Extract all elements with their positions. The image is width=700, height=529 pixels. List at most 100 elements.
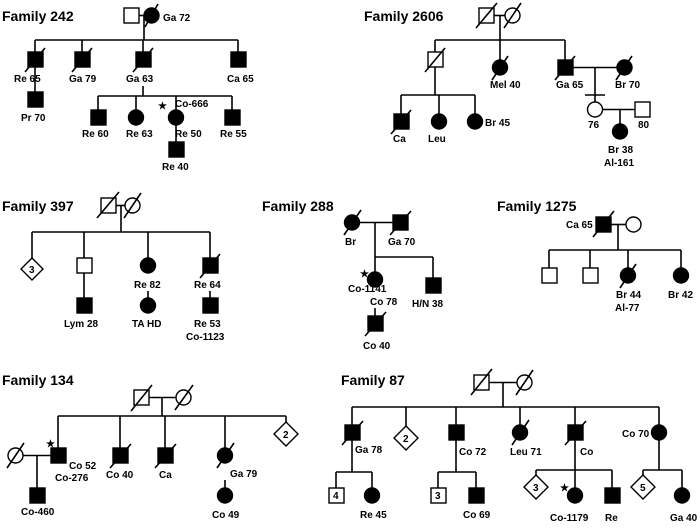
person-label: Br 42 — [668, 290, 693, 301]
person-square — [27, 91, 44, 108]
person-diamond — [273, 421, 299, 447]
person-label: Leu — [428, 134, 446, 145]
person-square — [224, 109, 241, 126]
person-circle — [363, 487, 381, 504]
family-242: Family 242 Ga 72 Re 65 Pr 70 Ga 79 Ga 63… — [2, 3, 254, 173]
person-label: Re 53 — [194, 319, 221, 330]
person-square — [582, 267, 599, 284]
person-label: Ca — [393, 134, 406, 145]
person-label: Re 63 — [126, 129, 153, 140]
person-circle — [611, 123, 629, 140]
person-label: Re 55 — [220, 129, 247, 140]
person-label: Re 82 — [134, 280, 161, 291]
person-label: Co — [580, 447, 593, 458]
person-square — [76, 297, 93, 314]
person-square — [634, 101, 651, 118]
person-label: Ga 79 — [69, 74, 97, 85]
person-square — [202, 297, 219, 314]
person-label: Co-666 — [175, 99, 209, 110]
person-label: Br 44 — [616, 290, 641, 301]
person-label: Re — [605, 513, 618, 524]
person-circle — [672, 267, 690, 284]
family-1275: Family 1275 Ca 65 Br 44 Al-77 Br 42 — [497, 198, 693, 314]
family-288-title: Family 288 — [262, 198, 334, 214]
person-label: Ga 72 — [163, 13, 191, 24]
person-label: Ga 65 — [556, 80, 584, 91]
person-square — [168, 141, 185, 158]
family-87: Family 87 Ga 78 4 Re 45 2 Co 72 3 — [328, 368, 698, 524]
person-square — [541, 267, 558, 284]
person-label: Ga 40 — [670, 513, 698, 524]
person-label: Leu 71 — [510, 447, 542, 458]
person-label: Co-276 — [55, 473, 89, 484]
person-label: Ca — [159, 470, 172, 481]
person-label: H/N 38 — [412, 299, 444, 310]
count-label: 3 — [435, 491, 441, 502]
family-1275-title: Family 1275 — [497, 198, 577, 214]
person-label: Re 40 — [162, 162, 189, 173]
family-87-title: Family 87 — [341, 372, 405, 388]
person-diamond — [523, 474, 549, 500]
person-label: Ga 79 — [230, 469, 258, 480]
person-circle — [673, 487, 691, 504]
person-circle — [466, 113, 484, 130]
person-diamond — [20, 257, 44, 281]
grandfather-square — [123, 7, 140, 24]
family-2606: Family 2606 Mel 40 Ga 65 Br 70 Ca Le — [364, 2, 651, 169]
family-288: Family 288 Br Ga 70 ★ Co-1141 Co 78 Co 4… — [262, 198, 444, 352]
person-circle — [366, 271, 384, 288]
person-label: Al-77 — [615, 303, 640, 314]
person-diamond — [630, 474, 656, 500]
person-diamond — [393, 425, 419, 451]
person-label: Br 38 — [608, 145, 633, 156]
person-square — [29, 487, 46, 504]
proband-star-icon: ★ — [560, 483, 569, 494]
person-label: Ga 78 — [355, 445, 383, 456]
person-circle — [139, 297, 157, 314]
person-circle — [139, 257, 157, 274]
family-397-title: Family 397 — [2, 198, 74, 214]
person-label: Br 70 — [615, 80, 640, 91]
person-label: Re 65 — [14, 74, 41, 85]
count-label: 3 — [533, 483, 539, 494]
count-label: 2 — [403, 434, 409, 445]
person-circle — [566, 487, 584, 504]
person-label: Co-1179 — [550, 513, 589, 524]
person-square — [90, 109, 107, 126]
person-label: Co 72 — [459, 447, 487, 458]
person-square — [230, 51, 247, 68]
family-134-title: Family 134 — [2, 372, 74, 388]
count-label: 5 — [640, 483, 646, 494]
person-label: Mel 40 — [490, 80, 521, 91]
person-label: Co-1141 — [348, 284, 387, 295]
person-label: Al-161 — [604, 158, 634, 169]
person-label: Re 45 — [360, 510, 387, 521]
person-square — [425, 277, 442, 294]
deceased-mark — [144, 3, 159, 28]
person-circle — [625, 216, 642, 233]
proband-star-icon: ★ — [46, 439, 55, 450]
person-label: Re 64 — [194, 280, 221, 291]
person-square — [448, 424, 465, 441]
person-square — [604, 487, 621, 504]
person-label: Co 52 — [69, 461, 97, 472]
person-square — [328, 487, 345, 504]
family-242-title: Family 242 — [2, 8, 74, 24]
person-label: Ga 70 — [388, 237, 416, 248]
count-label: 2 — [283, 430, 289, 441]
person-label: 80 — [638, 120, 650, 131]
count-label: 4 — [333, 491, 339, 502]
person-label: Co 40 — [363, 341, 391, 352]
person-label: Co 40 — [106, 470, 134, 481]
person-label: Lym 28 — [64, 319, 99, 330]
person-label: Re 50 — [175, 129, 202, 140]
person-label: Re 60 — [82, 129, 109, 140]
proband-star-icon: ★ — [158, 101, 167, 112]
person-circle — [586, 101, 604, 118]
family-134: Family 134 ★ Co 52 Co-276 Co-460 Co 40 C… — [2, 372, 299, 521]
person-square — [50, 447, 67, 464]
person-label: Ga 63 — [126, 74, 154, 85]
proband-star-icon: ★ — [360, 269, 369, 280]
